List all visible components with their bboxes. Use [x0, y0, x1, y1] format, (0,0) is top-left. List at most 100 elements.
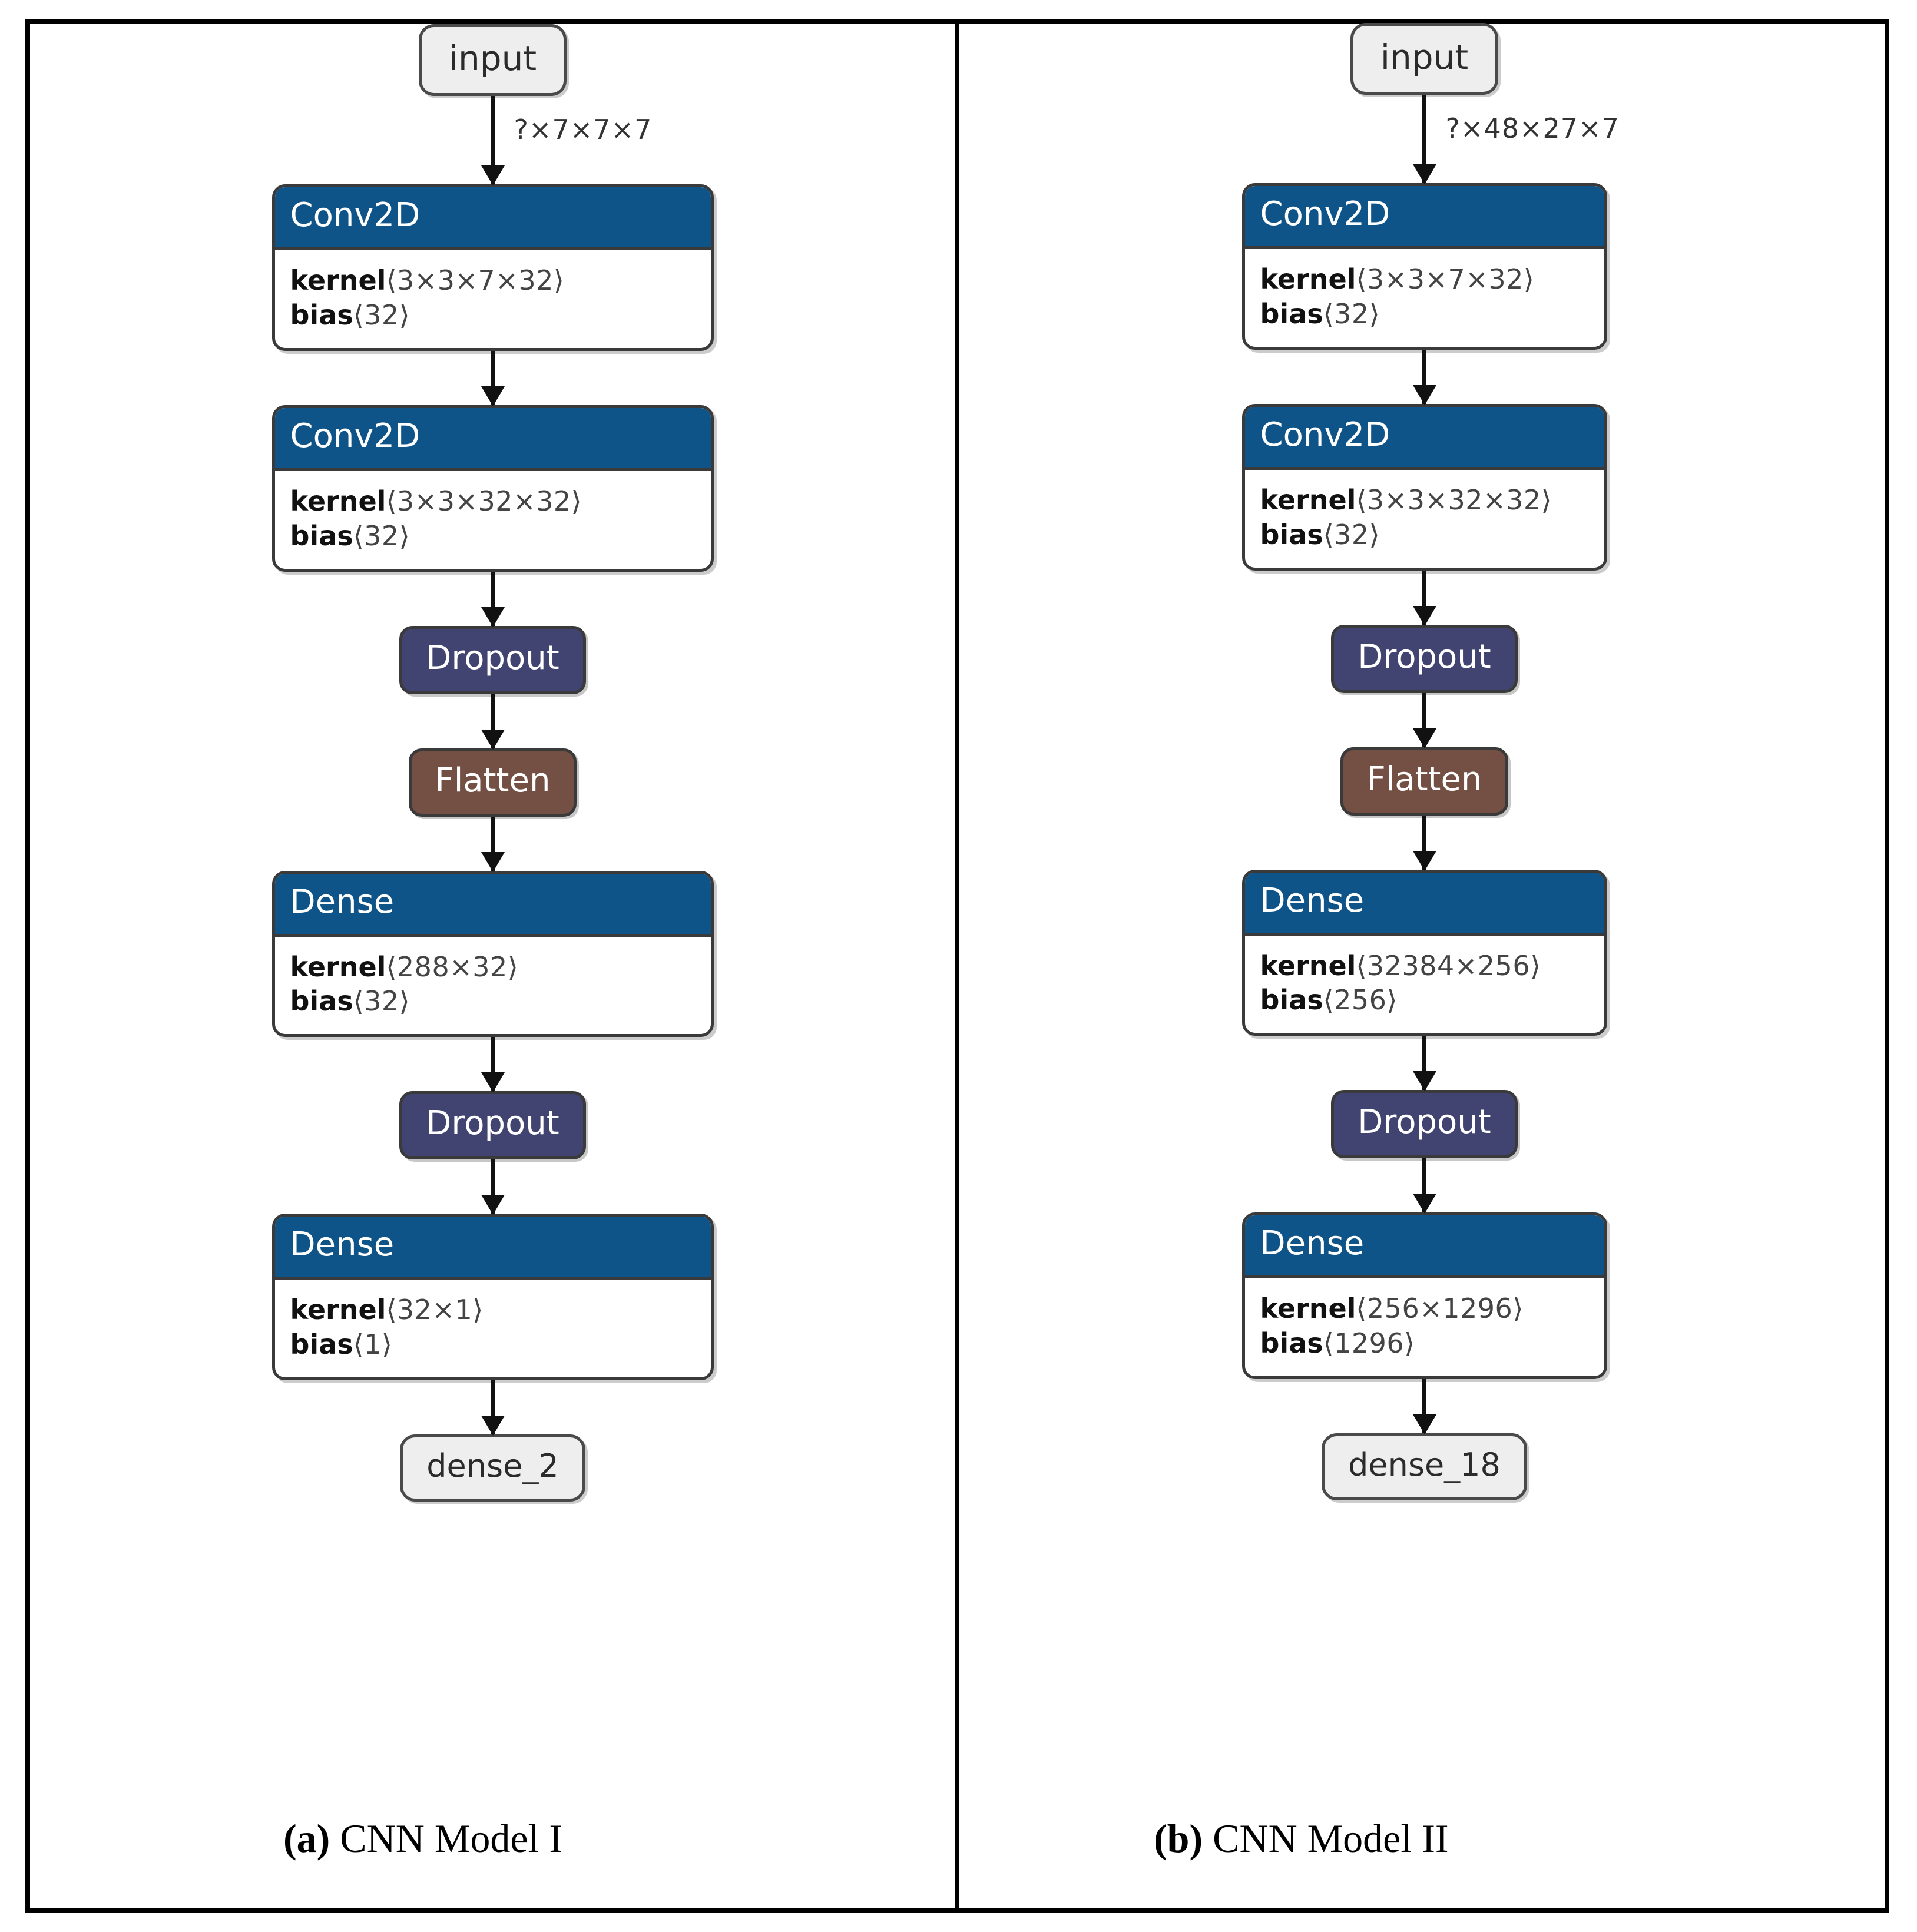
graph-edge	[1242, 349, 1607, 404]
node-params: kernel⟨3×3×32×32⟩bias⟨32⟩	[275, 471, 711, 569]
node-input[interactable]: input	[1350, 23, 1499, 95]
graph-edge: ?×7×7×7	[272, 96, 714, 184]
param-name: kernel	[290, 950, 386, 983]
graph-edge	[272, 571, 714, 626]
param-name: bias	[1260, 984, 1323, 1016]
param-name: kernel	[1260, 483, 1356, 516]
edge-arrow	[1422, 692, 1426, 747]
caption-model-2: (b) CNN Model II	[1154, 1815, 1449, 1862]
node-title: Conv2D	[274, 407, 711, 471]
edge-arrow	[491, 1380, 495, 1434]
graph-edge	[272, 1380, 714, 1434]
edge-arrow	[491, 571, 495, 626]
edge-arrow	[491, 350, 495, 405]
node-conv2d[interactable]: Conv2D kernel⟨3×3×7×32⟩bias⟨32⟩	[272, 184, 714, 351]
param-value: ⟨32⟩	[353, 519, 410, 552]
param-name: bias	[290, 299, 353, 331]
param-name: bias	[290, 1328, 353, 1361]
param-value: ⟨3×3×32×32⟩	[1356, 483, 1552, 516]
param-value: ⟨32×1⟩	[386, 1294, 484, 1326]
node-title: Dense	[274, 873, 711, 937]
node-title: Conv2D	[1244, 186, 1604, 249]
node-dropout[interactable]: Dropout	[399, 1091, 586, 1160]
param-name: kernel	[1260, 263, 1356, 295]
node-title: Dense	[274, 1217, 711, 1280]
param-value: ⟨3×3×7×32⟩	[1356, 263, 1535, 295]
param-row: bias⟨32⟩	[1260, 518, 1584, 552]
node-dropout[interactable]: Dropout	[1331, 1090, 1518, 1159]
node-input[interactable]: input	[418, 24, 567, 96]
node-title: Conv2D	[1244, 406, 1604, 470]
node-title: Dense	[1244, 1215, 1604, 1279]
param-name: bias	[1260, 297, 1323, 330]
caption-text-b: CNN Model II	[1203, 1816, 1449, 1861]
param-row: kernel⟨3×3×32×32⟩	[1260, 483, 1584, 518]
param-value: ⟨288×32⟩	[386, 950, 519, 983]
node-params: kernel⟨32×1⟩bias⟨1⟩	[275, 1280, 711, 1377]
param-name: kernel	[1260, 1293, 1356, 1325]
caption-model-1: (a) CNN Model I	[283, 1815, 562, 1862]
node-params: kernel⟨32384×256⟩bias⟨256⟩	[1245, 936, 1604, 1033]
param-row: kernel⟨256×1296⟩	[1260, 1291, 1584, 1326]
param-row: kernel⟨32×1⟩	[290, 1293, 691, 1327]
edge-arrow	[1422, 815, 1426, 870]
param-name: kernel	[1260, 949, 1356, 982]
param-row: bias⟨32⟩	[290, 519, 691, 554]
param-value: ⟨32⟩	[353, 299, 410, 331]
param-value: ⟨1296⟩	[1323, 1327, 1415, 1360]
param-row: kernel⟨288×32⟩	[290, 950, 691, 985]
node-params: kernel⟨288×32⟩bias⟨32⟩	[275, 937, 711, 1035]
edge-arrow	[491, 1037, 495, 1092]
edge-arrow	[1422, 570, 1426, 625]
param-row: bias⟨256⟩	[1260, 983, 1584, 1018]
panel-divider	[955, 19, 959, 1913]
param-name: bias	[290, 985, 353, 1018]
param-value: ⟨32⟩	[1323, 518, 1380, 551]
param-row: kernel⟨32384×256⟩	[1260, 949, 1584, 983]
graph-edge	[1242, 570, 1607, 625]
graph-edge	[1242, 815, 1607, 870]
node-params: kernel⟨3×3×32×32⟩bias⟨32⟩	[1245, 470, 1604, 568]
graph-edge: ?×48×27×7	[1242, 95, 1619, 183]
param-row: kernel⟨3×3×7×32⟩	[290, 263, 691, 298]
param-value: ⟨256×1296⟩	[1356, 1293, 1524, 1325]
param-name: kernel	[290, 1294, 386, 1326]
param-name: kernel	[290, 264, 386, 296]
param-row: kernel⟨3×3×7×32⟩	[1260, 262, 1584, 297]
graph-edge	[272, 816, 714, 871]
node-output[interactable]: dense_2	[400, 1434, 585, 1502]
node-title: Dense	[1244, 872, 1604, 936]
param-row: bias⟨32⟩	[290, 984, 691, 1019]
node-dropout[interactable]: Dropout	[399, 625, 586, 694]
node-flatten[interactable]: Flatten	[1340, 747, 1509, 816]
graph-edge	[272, 350, 714, 405]
param-value: ⟨3×3×32×32⟩	[386, 485, 582, 517]
edge-arrow	[1422, 1158, 1426, 1213]
graph-edge	[272, 1037, 714, 1092]
edge-arrow	[1422, 1379, 1426, 1433]
edge-arrow	[1422, 1036, 1426, 1091]
node-dropout[interactable]: Dropout	[1331, 624, 1518, 693]
node-flatten[interactable]: Flatten	[408, 748, 577, 817]
param-value: ⟨32⟩	[1323, 297, 1380, 330]
caption-prefix-b: (b)	[1154, 1816, 1203, 1861]
node-title: Conv2D	[274, 187, 711, 250]
param-value: ⟨256⟩	[1323, 984, 1398, 1016]
param-name: kernel	[290, 485, 386, 517]
param-name: bias	[290, 519, 353, 552]
edge-arrow	[491, 96, 495, 184]
graph-edge	[1242, 692, 1607, 747]
node-output[interactable]: dense_18	[1322, 1433, 1527, 1500]
edge-label-tensor-shape: ?×7×7×7	[514, 114, 653, 145]
